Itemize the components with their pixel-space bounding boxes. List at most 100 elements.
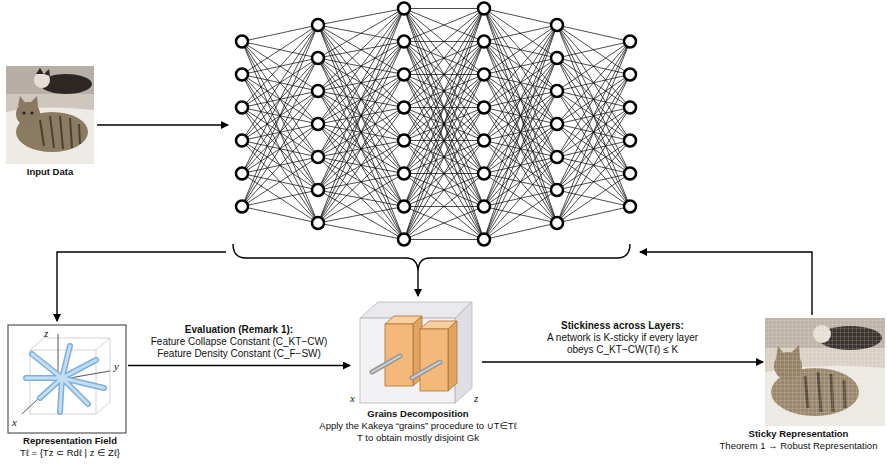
neuron: [551, 19, 563, 31]
neuron: [236, 168, 248, 180]
neuron: [478, 201, 490, 213]
network-link: [318, 124, 404, 240]
network-link: [242, 25, 318, 42]
node-description: Theorem 1 → Robust Representation: [712, 440, 885, 452]
flow-arrow: [482, 361, 763, 362]
illustration-part: [417, 272, 418, 296]
network-link: [318, 9, 404, 191]
illustration-part: [640, 252, 812, 315]
network-link: [557, 141, 630, 224]
neuron: [624, 135, 636, 147]
network-link: [404, 75, 484, 240]
network-link: [484, 25, 557, 108]
network-link: [404, 141, 484, 240]
network-link: [318, 9, 404, 224]
figure-frame: [6, 66, 94, 164]
network-link: [484, 9, 557, 125]
annotation-text: Feature Collapse Constant (C_KT−CW): [137, 336, 342, 348]
figure-frame: [8, 325, 126, 433]
neuron: [398, 168, 410, 180]
neuron: [398, 36, 410, 48]
illustration-part: [31, 112, 34, 115]
network-link: [484, 9, 557, 26]
neuron: [624, 36, 636, 48]
neuron: [624, 168, 636, 180]
network-link: [404, 9, 484, 141]
illustration-part: [26, 346, 104, 412]
figure-frame: [765, 318, 885, 426]
network-link: [557, 174, 630, 224]
illustration-part: [765, 318, 885, 426]
network-link: [484, 25, 557, 174]
neuron: [551, 52, 563, 64]
neuron: [236, 102, 248, 114]
network-link: [404, 108, 484, 240]
network-link: [404, 9, 484, 174]
network-link: [557, 42, 630, 224]
neuron: [551, 85, 563, 97]
neuron: [312, 85, 324, 97]
illustration-part: [23, 112, 26, 115]
network-link: [557, 25, 630, 75]
network-link: [242, 42, 318, 224]
network-link: [404, 9, 484, 207]
network-link: [404, 108, 484, 240]
illustration-part: [455, 302, 472, 403]
network-link: [484, 9, 557, 191]
axis-label: z: [474, 392, 478, 404]
network-link: [557, 25, 630, 108]
neuron: [236, 201, 248, 213]
network-link: [484, 9, 557, 158]
network-link: [242, 58, 318, 207]
illustration-part: [372, 356, 440, 378]
neuron: [551, 118, 563, 130]
network-link: [557, 42, 630, 191]
neuron: [312, 19, 324, 31]
neuron: [478, 234, 490, 246]
network-link: [242, 157, 318, 207]
network-link: [404, 42, 484, 240]
figure-node: Representation FieldTℓ = {Tz ⊂ Rdℓ | z ∈…: [0, 325, 140, 459]
neuron: [478, 36, 490, 48]
network-link: [242, 91, 318, 207]
network-link: [557, 108, 630, 224]
network-link: [318, 9, 404, 59]
network-link: [404, 174, 484, 240]
flow-lines: [57, 125, 812, 321]
network-link: [318, 108, 404, 224]
network-link: [318, 223, 404, 240]
neuron: [478, 102, 490, 114]
illustration-part: [6, 66, 94, 94]
network-link: [318, 157, 404, 240]
figure-node: Sticky RepresentationTheorem 1 → Robust …: [712, 318, 885, 452]
representation-field-figure: [8, 325, 126, 433]
network-link: [557, 42, 630, 158]
axis-label: x: [12, 416, 17, 428]
network-link: [557, 42, 630, 125]
illustration-part: [26, 346, 104, 412]
node-title: Sticky Representation: [712, 428, 885, 440]
input-photo: [6, 66, 94, 164]
axis-label: z: [44, 327, 48, 339]
network-link: [404, 9, 484, 207]
neuron: [398, 135, 410, 147]
illustration-part: [233, 244, 630, 272]
illustration-part: [36, 68, 44, 74]
network-link: [318, 9, 404, 158]
network-link: [242, 25, 318, 75]
network-link: [404, 207, 484, 240]
network-link: [404, 9, 484, 108]
network-link: [318, 9, 404, 92]
network-link: [484, 9, 557, 92]
network-link: [318, 91, 404, 240]
network-link: [242, 25, 318, 108]
network-link: [242, 190, 318, 207]
network-link: [557, 207, 630, 224]
node-description: Apply the Kakeya “grains” procedure to ∪…: [318, 420, 518, 444]
network-link: [484, 91, 557, 240]
illustration-part: [372, 356, 440, 378]
node-title: Grains Decomposition: [318, 408, 518, 420]
edge-label-group: Evaluation (Remark 1):Feature Collapse C…: [137, 322, 342, 360]
